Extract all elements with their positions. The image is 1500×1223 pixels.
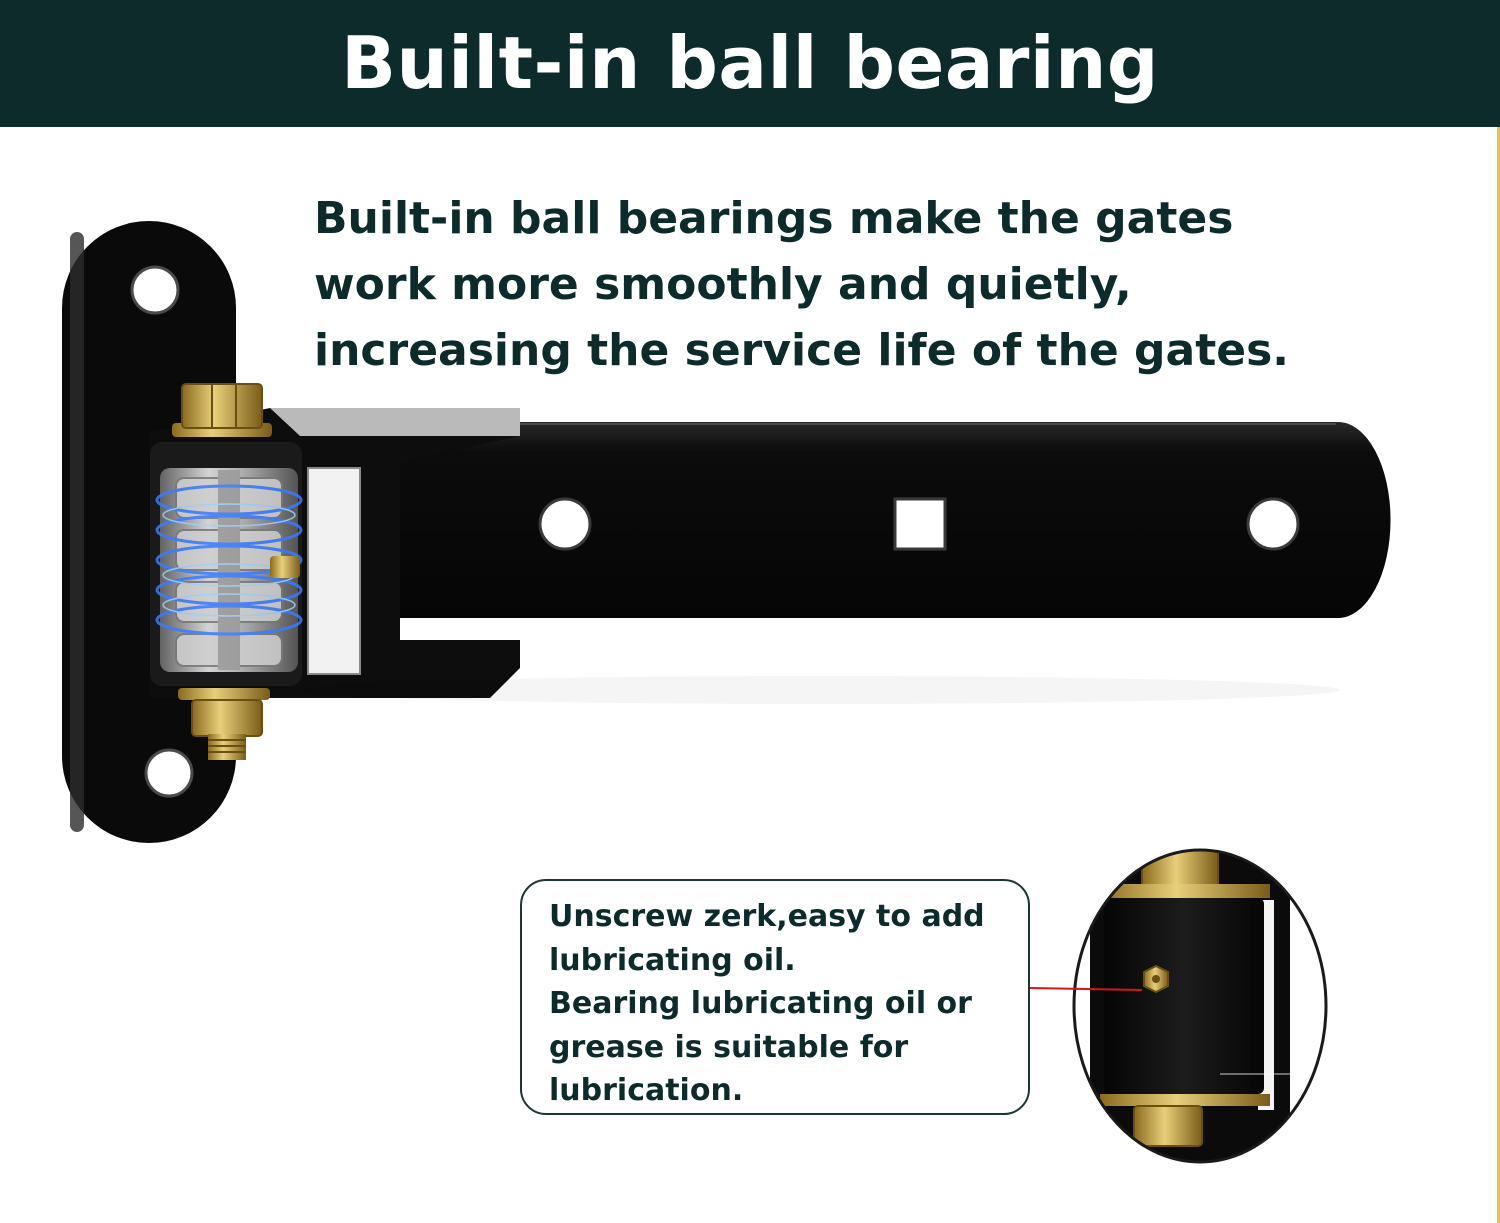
- strap-square-hole: [893, 497, 947, 551]
- title-banner: Built-in ball bearing: [0, 0, 1500, 127]
- strap-hole-right: [1246, 497, 1300, 551]
- callout-line-1: Unscrew zerk,easy to add: [549, 899, 985, 934]
- headline-text: Built-in ball bearings make the gates wo…: [314, 186, 1414, 384]
- callout-line-5: lubrication.: [549, 1073, 744, 1108]
- zerk-closeup-image: [1030, 848, 1328, 1164]
- mount-hole-bottom: [144, 748, 194, 798]
- strap-arm: [300, 422, 1391, 618]
- callout-line-3: Bearing lubricating oil or: [549, 986, 972, 1021]
- banner-title: Built-in ball bearing: [341, 20, 1159, 105]
- strap-hole-left: [538, 497, 592, 551]
- pointer-line: [1030, 987, 1143, 991]
- headline-line-3: increasing the service life of the gates…: [314, 325, 1290, 376]
- lubrication-callout: Unscrew zerk,easy to add lubricating oil…: [520, 879, 1030, 1115]
- mount-hole-top: [130, 265, 180, 315]
- callout-line-2: lubricating oil.: [549, 942, 796, 978]
- gate-hinge-image: [62, 221, 1391, 843]
- ball-bearing-icon: [155, 470, 303, 670]
- right-edge-stripe: [1497, 127, 1500, 1223]
- headline-line-2: work more smoothly and quietly,: [314, 259, 1132, 310]
- headline-line-1: Built-in ball bearings make the gates: [314, 193, 1234, 244]
- callout-line-4: grease is suitable for: [549, 1029, 909, 1065]
- grease-zerk-icon: [1143, 964, 1169, 994]
